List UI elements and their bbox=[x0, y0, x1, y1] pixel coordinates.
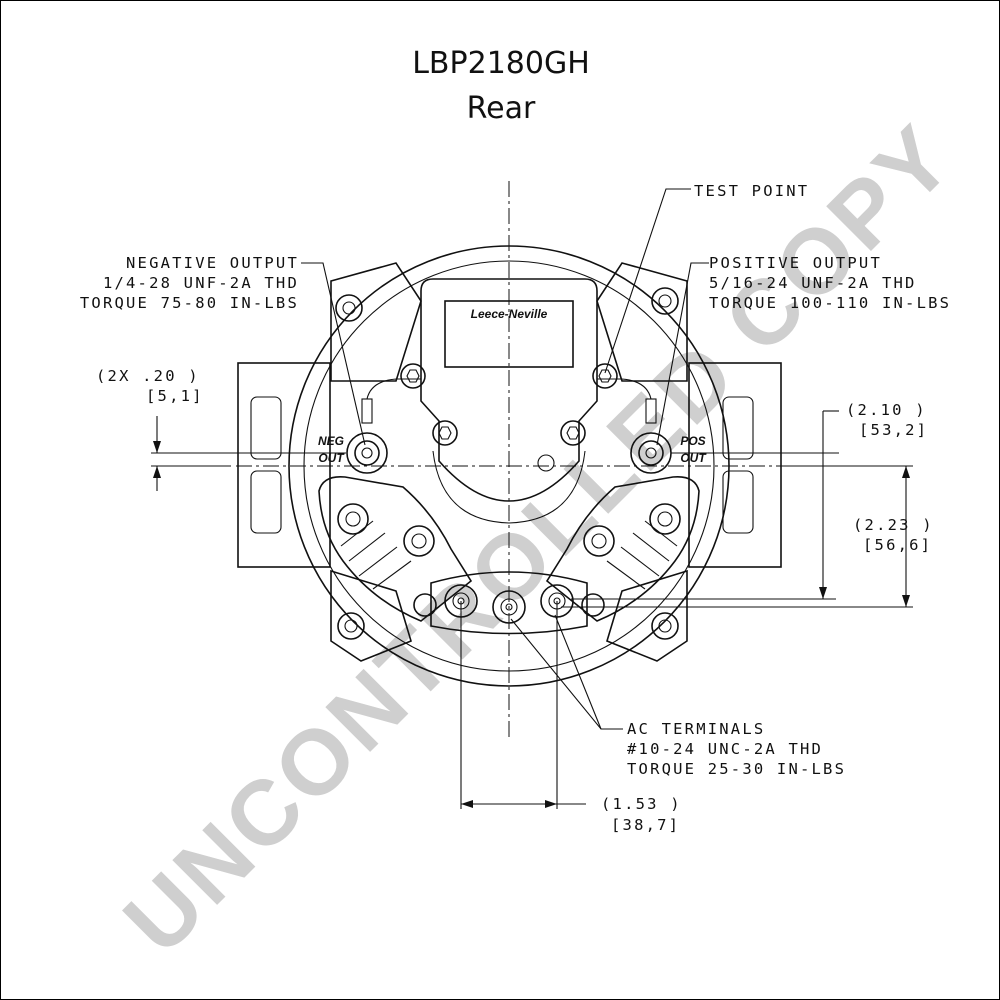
rectifier-heat-sinks bbox=[318, 475, 700, 622]
ac-terminals-line3: TORQUE 25-30 IN-LBS bbox=[627, 760, 846, 778]
dim-ac-spacing-inch: (1.53 ) bbox=[601, 795, 682, 813]
positive-output-line3: TORQUE 100-110 IN-LBS bbox=[709, 294, 951, 312]
drawing-subtitle: Rear bbox=[467, 91, 536, 126]
negative-output-line2: 1/4-28 UNF-2A THD bbox=[103, 274, 299, 292]
pos-label-line1: POS bbox=[680, 434, 705, 448]
dim-ac-height-mm: [56,6] bbox=[863, 536, 932, 554]
neg-label-line2: OUT bbox=[318, 451, 345, 465]
dim-ac-height-inch: (2.23 ) bbox=[853, 516, 934, 534]
negative-output-stud bbox=[346, 378, 421, 474]
pos-label-line2: OUT bbox=[680, 451, 707, 465]
dim-output-height-inch: (2.10 ) bbox=[846, 401, 927, 419]
alternator-housing bbox=[237, 245, 782, 687]
regulator-assembly: Leece-Neville bbox=[420, 278, 598, 524]
dimension-lines bbox=[151, 410, 913, 809]
test-point-callout: TEST POINT bbox=[694, 182, 809, 200]
positive-output-line2: 5/16-24 UNF-2A THD bbox=[709, 274, 917, 292]
ac-terminals-line1: AC TERMINALS bbox=[627, 720, 765, 738]
ac-terminals-line2: #10-24 UNC-2A THD bbox=[627, 740, 823, 758]
mounting-holes bbox=[335, 287, 679, 640]
dim-stud-offset-mm: [5,1] bbox=[146, 387, 204, 405]
positive-output-line1: POSITIVE OUTPUT bbox=[709, 254, 882, 272]
dim-ac-spacing-mm: [38,7] bbox=[611, 816, 680, 834]
neg-label-line1: NEG bbox=[318, 434, 344, 448]
watermark: UNCONTROLLED COPY bbox=[105, 105, 973, 973]
negative-output-line1: NEGATIVE OUTPUT bbox=[126, 254, 299, 272]
negative-output-line3: TORQUE 75-80 IN-LBS bbox=[80, 294, 299, 312]
regulator-screws bbox=[400, 363, 618, 446]
dim-stud-offset-inch: (2X .20 ) bbox=[96, 367, 200, 385]
drawing-title: LBP2180GH bbox=[412, 46, 590, 81]
leader-lines bbox=[301, 188, 709, 730]
dim-output-height-mm: [53,2] bbox=[859, 421, 928, 439]
manufacturer-logo: Leece-Neville bbox=[471, 307, 548, 321]
